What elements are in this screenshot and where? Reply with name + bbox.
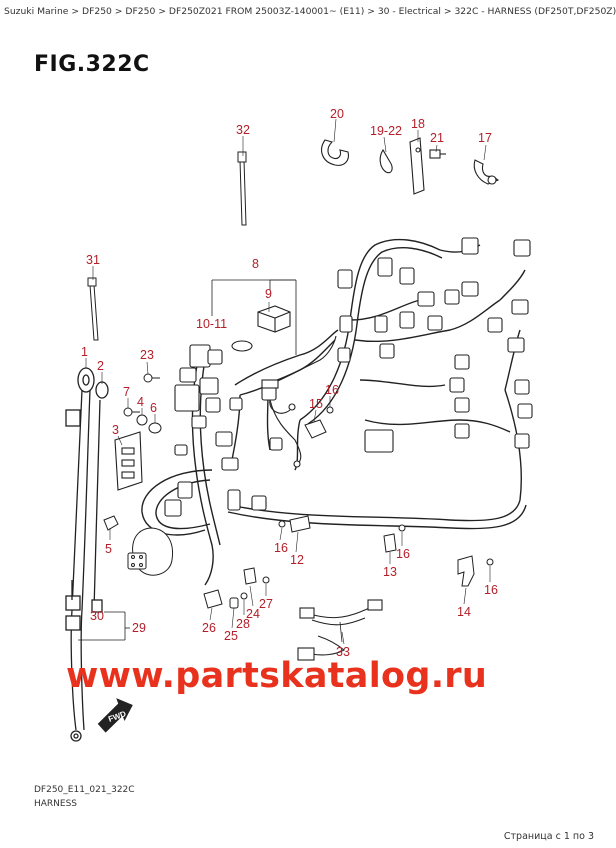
callout-5: 5	[105, 542, 112, 556]
figure-title: FIG.322C	[34, 52, 150, 77]
page-counter: Страница с 1 по 3	[503, 831, 594, 842]
bottom-parts	[203, 567, 270, 609]
callout-18: 18	[411, 117, 425, 131]
callout-19-22: 19-22	[370, 124, 402, 138]
callout-31: 31	[86, 253, 100, 267]
callout-29: 29	[132, 621, 146, 635]
callout-7: 7	[123, 385, 130, 399]
callouts: 32 20 19-22 18 21 17 31 8 9 10-11 1 2 23…	[81, 107, 498, 659]
callout-25: 25	[224, 629, 238, 643]
cable-tie-31	[87, 277, 99, 341]
callout-27: 27	[259, 597, 273, 611]
sub-harness-33	[297, 599, 383, 661]
fwd-label: FWD	[107, 709, 127, 724]
ground-cable	[261, 335, 337, 468]
callout-14: 14	[457, 605, 471, 619]
callout-17: 17	[478, 131, 492, 145]
callout-24: 24	[246, 607, 260, 621]
harness-diagram: FWD 32 20 19-22	[65, 107, 533, 742]
callout-32: 32	[236, 123, 250, 137]
callout-1: 1	[81, 345, 88, 359]
callout-20: 20	[330, 107, 344, 121]
fasteners	[103, 373, 174, 576]
callout-21: 21	[430, 131, 444, 145]
callout-12: 12	[290, 553, 304, 567]
callout-4: 4	[137, 395, 144, 409]
watermark: www.partskatalog.ru	[66, 656, 488, 696]
callout-10-11: 10-11	[196, 317, 227, 331]
bracket-item-3	[114, 431, 143, 491]
callout-16-a: 16	[325, 383, 339, 397]
callout-26: 26	[202, 621, 216, 635]
callout-23: 23	[140, 348, 154, 362]
callout-6: 6	[150, 401, 157, 415]
top-clamps	[321, 137, 500, 195]
callout-30: 30	[90, 609, 104, 623]
breadcrumb: Suzuki Marine > DF250 > DF250 > DF250Z02…	[4, 6, 616, 17]
callout-2: 2	[97, 359, 104, 373]
fwd-arrow: FWD	[97, 698, 133, 733]
callout-13: 13	[383, 565, 397, 579]
callout-28: 28	[236, 617, 250, 631]
connectors	[164, 237, 533, 517]
callout-33: 33	[336, 645, 350, 659]
battery-cables	[65, 367, 130, 742]
callout-3: 3	[112, 423, 119, 437]
callout-16-c: 16	[396, 547, 410, 561]
callout-16-d: 16	[484, 583, 498, 597]
figure-code: DF250_E11_021_322C	[34, 785, 135, 795]
relay-cluster	[174, 344, 223, 429]
figure-caption: HARNESS	[34, 799, 78, 809]
callout-15: 15	[309, 397, 323, 411]
cover-item-9	[211, 279, 297, 355]
cable-tie-32	[237, 151, 247, 226]
leader-lines	[85, 118, 491, 645]
callout-16-b: 16	[274, 541, 288, 555]
callout-8: 8	[252, 257, 259, 271]
callout-9: 9	[265, 287, 272, 301]
lower-brackets	[278, 406, 494, 587]
